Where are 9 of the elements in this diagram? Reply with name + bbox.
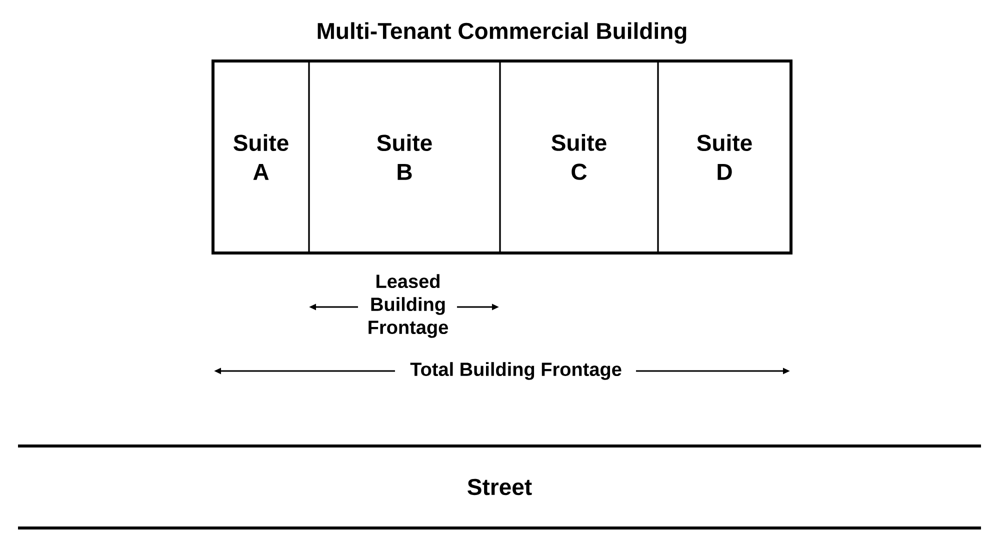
- dimension-label: Leased Building Frontage: [368, 274, 448, 338]
- suite-box: Suite C: [499, 60, 659, 254]
- suite-box: Suite B: [308, 60, 501, 254]
- building-outline: [212, 60, 792, 254]
- street-band: Street: [18, 444, 981, 530]
- suite-box: Suite D: [657, 60, 792, 254]
- title: Multi-Tenant Commercial Building: [318, 22, 686, 44]
- suite-box: Suite A: [212, 60, 310, 254]
- dimension-label: Total Building Frontage: [410, 362, 622, 380]
